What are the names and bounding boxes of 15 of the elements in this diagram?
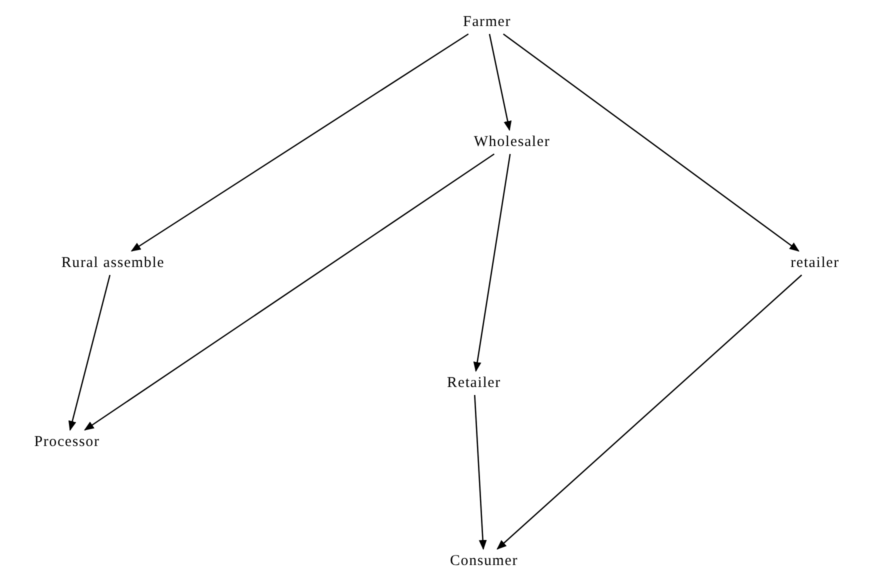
node-label: Farmer bbox=[462, 13, 512, 31]
arrow bbox=[68, 274, 111, 431]
node-label: Rural assemble bbox=[61, 254, 165, 272]
node-label: Consumer bbox=[450, 552, 518, 569]
arrow bbox=[130, 33, 469, 252]
arrow bbox=[84, 153, 495, 431]
node-label: Retailer bbox=[447, 374, 501, 392]
node-label: retailer bbox=[790, 254, 840, 272]
node-label: Wholesaler bbox=[474, 133, 550, 151]
arrow bbox=[496, 274, 802, 550]
arrow bbox=[488, 34, 512, 131]
arrow bbox=[474, 394, 487, 550]
arrow bbox=[502, 33, 800, 252]
node-label: Processor bbox=[34, 433, 100, 451]
arrow bbox=[473, 154, 511, 372]
